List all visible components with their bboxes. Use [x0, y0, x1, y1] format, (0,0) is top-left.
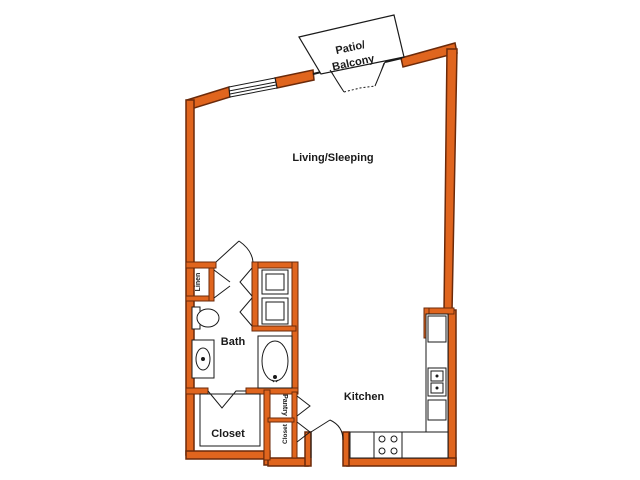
wall-left	[185, 99, 195, 456]
window-pane	[228, 77, 278, 98]
label-bath: Bath	[221, 336, 246, 348]
wall-bottom-entry	[267, 457, 309, 467]
kitchen-sink	[427, 367, 447, 397]
label-linen: Linen	[195, 273, 202, 292]
wall-right-lower	[447, 309, 457, 466]
wall-linen-right	[208, 267, 215, 302]
closet-interior	[199, 393, 261, 447]
closet-door	[207, 390, 246, 409]
bath-sink	[191, 339, 215, 379]
patio-balcony: Patio/ Balcony	[298, 14, 405, 75]
wd-doors	[239, 267, 253, 327]
dishwasher	[427, 399, 447, 421]
wall-pantry-divider	[267, 417, 295, 423]
room-labels: Living/Sleeping Bath Kitchen Closet Line…	[195, 152, 384, 444]
toilet	[191, 306, 220, 330]
window-top	[228, 77, 278, 98]
washer-dryer	[261, 269, 289, 325]
interior-doors	[207, 240, 344, 458]
bath-door	[215, 240, 254, 263]
wall-bath-top-right	[252, 261, 296, 269]
linen-doors	[213, 269, 231, 299]
patio-door	[329, 61, 386, 93]
wall-right	[443, 48, 458, 313]
label-living-sleeping: Living/Sleeping	[292, 152, 373, 164]
label-kitchen: Kitchen	[344, 391, 385, 403]
interior-walls	[185, 261, 455, 461]
wall-linen-bottom	[185, 295, 212, 302]
label-closet: Closet	[211, 428, 245, 440]
label-pantry: Pantry	[281, 394, 288, 416]
bath-fixtures	[191, 269, 293, 389]
patio-outline	[298, 14, 405, 75]
wall-bath-top-left	[185, 261, 217, 269]
wall-top-middle	[274, 69, 315, 89]
pantry-doors	[296, 395, 311, 443]
wall-bath-bottom-right	[245, 387, 299, 395]
wall-wd-left	[251, 261, 259, 331]
wall-pantry-right	[291, 391, 298, 459]
wall-entry-jamb-left	[304, 431, 312, 467]
wall-closet-right	[263, 389, 271, 461]
wall-entry-jamb	[342, 431, 350, 467]
label-small-closet: Closet	[282, 423, 289, 444]
bathtub	[257, 335, 293, 389]
refrigerator	[427, 315, 447, 343]
wall-bottom-left	[185, 450, 269, 460]
range	[373, 431, 403, 459]
kitchen-fixtures	[349, 313, 449, 459]
wall-bath-bottom-left	[185, 387, 209, 395]
wall-bottom-right	[346, 457, 457, 467]
entry-door	[310, 419, 344, 441]
wall-wd-bottom	[251, 325, 297, 332]
